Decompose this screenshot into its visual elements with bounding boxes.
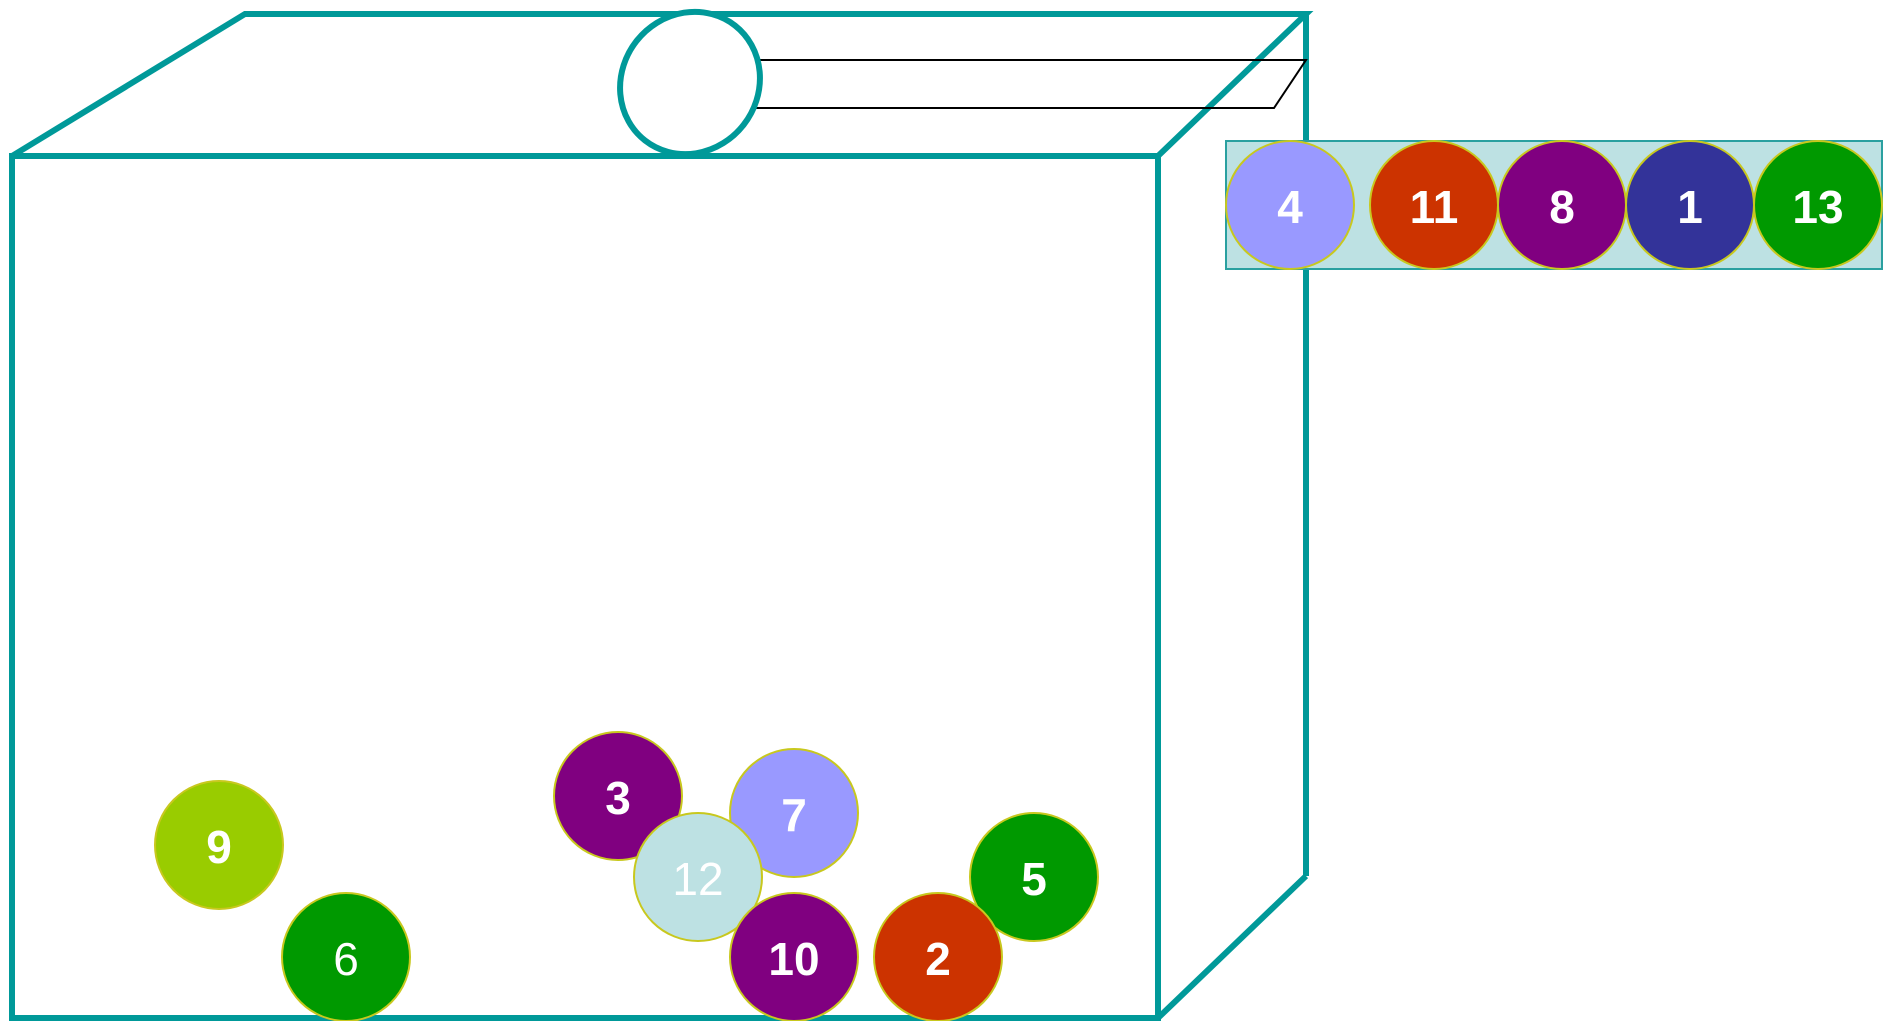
ball-number-label: 12 [672,853,723,905]
chute-rail [744,60,1306,108]
ball-8: 8 [1498,141,1626,269]
ball-number-label: 7 [781,789,807,841]
ball-number-label: 13 [1792,181,1843,233]
drawn-balls: 4 11 8 1 13 [1226,141,1882,269]
ball-number-label: 1 [1677,181,1703,233]
ball-number-label: 11 [1410,181,1459,233]
ball-number-label: 4 [1277,181,1303,233]
ball-number-label: 10 [768,933,819,985]
box-balls: 3 7 9 12 6 10 5 2 [155,732,1098,1021]
box-right-bottom-edge [1158,876,1306,1018]
ball-6: 6 [282,893,410,1021]
ball-13: 13 [1754,141,1882,269]
ball-1: 1 [1626,141,1754,269]
ball-4: 4 [1226,141,1354,269]
ball-11: 11 [1370,141,1498,269]
ball-number-label: 9 [206,821,232,873]
ball-2: 2 [874,893,1002,1021]
ball-10: 10 [730,893,858,1021]
ball-number-label: 2 [925,933,951,985]
ball-number-label: 3 [605,772,631,824]
ball-9: 9 [155,781,283,909]
ball-number-label: 6 [333,933,359,985]
ball-number-label: 8 [1549,181,1575,233]
ball-number-label: 5 [1021,853,1047,905]
